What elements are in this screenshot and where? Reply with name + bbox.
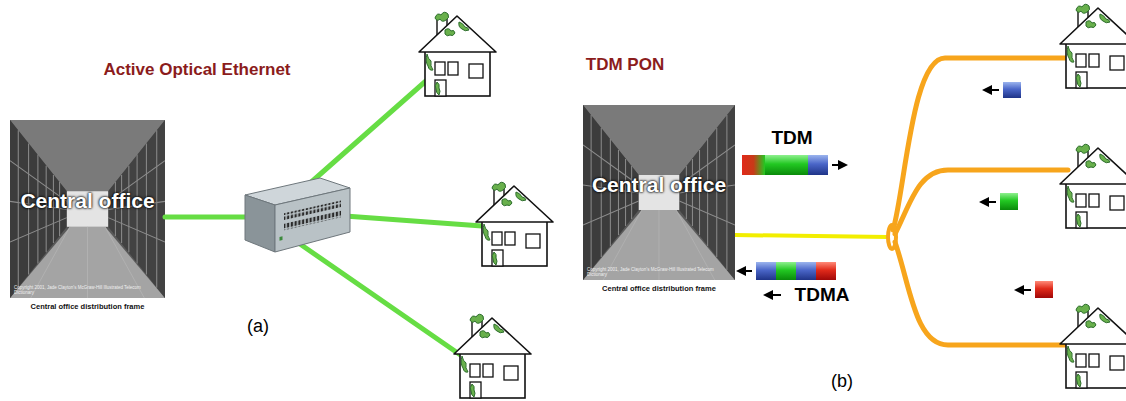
panel-title: TDM PON (586, 55, 664, 75)
house-icon (1060, 304, 1126, 388)
direction-arrow (987, 89, 999, 91)
fiber-line (345, 216, 482, 226)
switch-ports (284, 211, 341, 231)
time-slot (816, 262, 836, 280)
panel-tag: (a) (247, 316, 269, 337)
switch-side (245, 195, 275, 252)
copyright-watermark: Copyright 2001, Jade Clayton's McGraw-Hi… (587, 267, 731, 277)
time-slot (808, 155, 828, 175)
fiber-line (300, 244, 462, 356)
fiber-line (300, 80, 427, 192)
photo-caption: Central office distribution frame (583, 284, 735, 293)
direction-arrow (832, 164, 843, 166)
tdm-frame (742, 155, 843, 175)
time-slot (1035, 281, 1053, 298)
direction-arrow (984, 201, 996, 203)
time-slot (1000, 193, 1018, 210)
central-office-photo (583, 105, 735, 280)
drop-fiber (895, 170, 1068, 234)
ethernet-switch (245, 178, 350, 252)
time-slot (765, 155, 785, 175)
signal-name: TDMA (795, 284, 850, 306)
time-slot (785, 155, 808, 175)
drop-fiber (895, 242, 1068, 345)
house-icon (1060, 4, 1126, 88)
time-slot (756, 262, 776, 280)
time-slot (742, 155, 765, 175)
house-icon (454, 314, 531, 398)
upstream-burst (984, 82, 1053, 298)
time-slot (1003, 82, 1021, 98)
central-office-node: Central officeCopyright 2001, Jade Clayt… (583, 105, 735, 296)
signal-name: TDM (771, 127, 812, 149)
panel-tag: (b) (831, 371, 853, 392)
fiber-line (165, 215, 255, 220)
building-label: Central office (583, 173, 735, 197)
house-icon (419, 12, 496, 96)
direction-arrow (1019, 289, 1031, 291)
optical-splitter (888, 225, 896, 249)
panel-title: Active Optical Ethernet (103, 60, 290, 80)
drop-fiber (893, 58, 1068, 230)
switch-ports (280, 200, 342, 240)
direction-arrow (741, 270, 752, 272)
central-office-node: Central officeCopyright 2001, Jade Clayt… (10, 120, 165, 314)
direction-arrow (768, 294, 781, 296)
house-icon (1060, 144, 1126, 228)
switch-front (275, 188, 350, 252)
copyright-watermark: Copyright 2001, Jade Clayton's McGraw-Hi… (14, 285, 161, 295)
switch-led (280, 236, 283, 240)
drop-fiber (893, 58, 1068, 345)
feeder-fiber (735, 235, 888, 237)
time-slot (796, 262, 816, 280)
house-icon (476, 182, 553, 266)
photo-caption: Central office distribution frame (10, 302, 165, 311)
fiber-line (165, 80, 482, 356)
time-slot (776, 262, 796, 280)
building-label: Central office (10, 189, 165, 213)
central-office-photo (10, 120, 165, 298)
